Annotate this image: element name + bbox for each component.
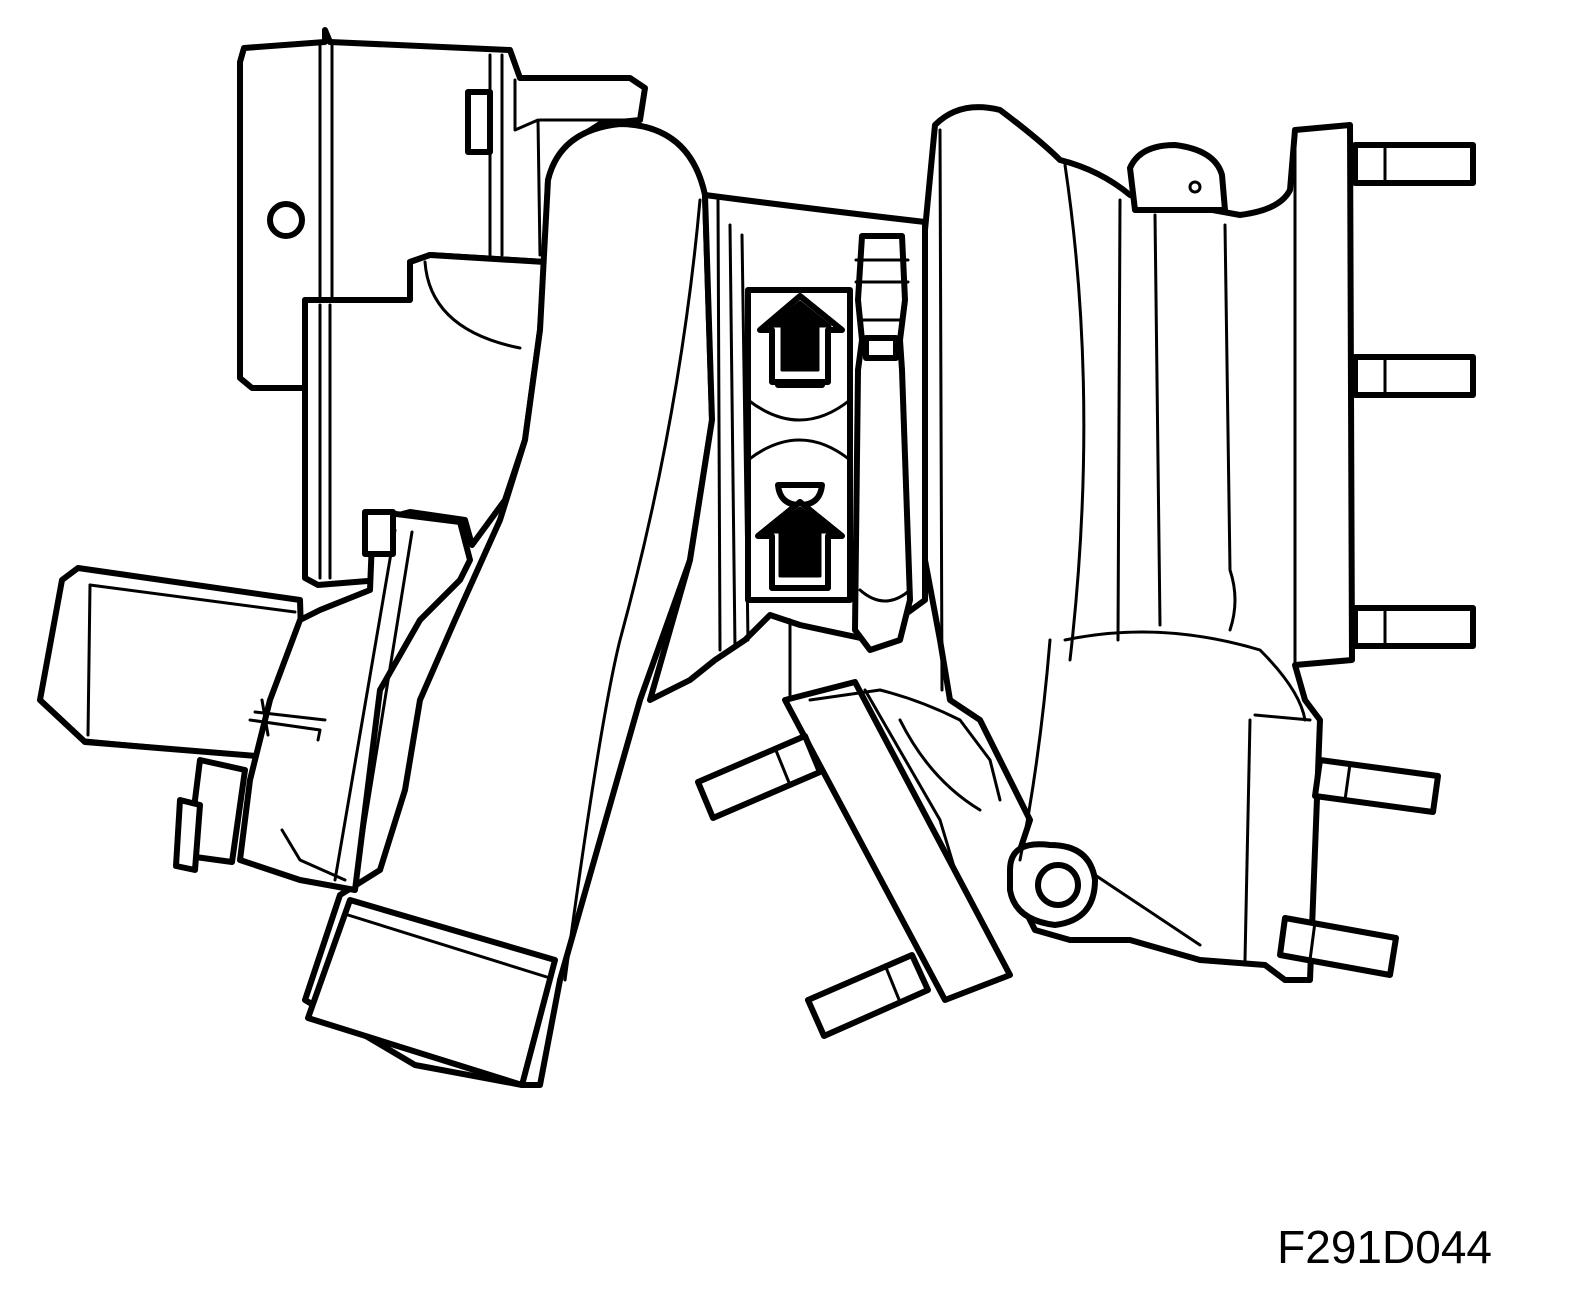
stud-top [1352, 142, 1476, 186]
compressor-outlet-body [302, 252, 548, 588]
figure-code-label: F291D044 [1277, 1221, 1492, 1273]
stud-bottom-left [805, 952, 931, 1039]
stud-middle [1352, 354, 1476, 398]
stud-right-lower [1277, 915, 1399, 978]
turbine-outlet-flange [768, 613, 1013, 1003]
intake-pipe [302, 121, 715, 1088]
flange-studs [695, 142, 1476, 1039]
lower-arrow-callout [755, 499, 845, 591]
stud-right-upper [1312, 757, 1441, 815]
center-bearing-housing [647, 192, 928, 703]
upper-arrow-callout [757, 293, 845, 385]
wastegate-actuator [37, 509, 473, 893]
turbine-housing [922, 104, 1355, 983]
stud-center-left [695, 733, 823, 821]
stud-lower [1352, 605, 1476, 649]
